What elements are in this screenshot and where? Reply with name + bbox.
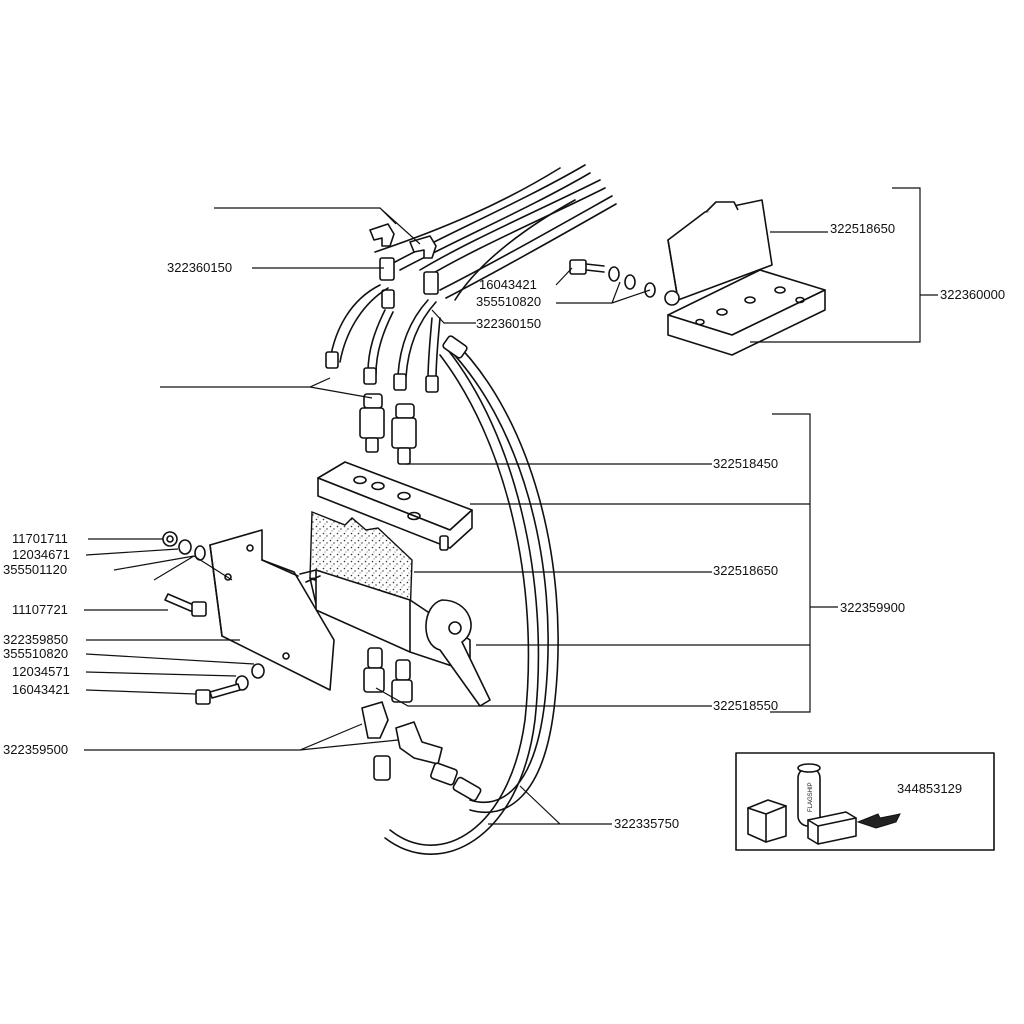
bracket-plate-322359850	[209, 529, 335, 691]
label-12034571: 12034571	[12, 664, 70, 679]
label-322360150-lower: 322360150	[476, 316, 541, 331]
branch-hoses	[325, 284, 441, 393]
label-11701711: 11701711	[12, 531, 68, 546]
label-322359500: 322359500	[3, 742, 68, 757]
label-16043421-lower: 16043421	[12, 682, 70, 697]
loop-hoses	[384, 335, 559, 855]
small-hardware-left	[162, 531, 265, 705]
label-322359900: 322359900	[840, 600, 905, 615]
lower-fittings	[361, 647, 458, 786]
label-355510820-upper: 355510820	[476, 294, 541, 309]
label-322359850: 322359850	[3, 632, 68, 647]
leader-lines	[84, 187, 938, 825]
label-322518650-upper: 322518650	[830, 221, 895, 236]
label-322518650-lower: 322518650	[713, 563, 778, 578]
label-322360000: 322360000	[940, 287, 1005, 302]
incoming-hose-bundle	[374, 164, 617, 301]
label-322518450: 322518450	[713, 456, 778, 471]
label-355501120: 355501120	[3, 562, 67, 577]
label-322360150-upper: 322360150	[167, 260, 232, 275]
label-322518550: 322518550	[713, 698, 778, 713]
label-322335750: 322335750	[614, 816, 679, 831]
kit-box-344853129: FLAGSHIP	[735, 752, 995, 851]
upper-right-block-assembly	[569, 199, 826, 356]
label-11107721: 11107721	[12, 602, 68, 617]
kit-box-product-text: FLAGSHIP	[808, 782, 814, 812]
label-355510820-lower: 355510820	[3, 646, 68, 661]
valve-body-with-lever	[299, 569, 491, 707]
quick-couplings	[359, 393, 417, 465]
part-labels: 322360150 16043421 355510820 322360150 3…	[3, 221, 1005, 831]
label-16043421-upper: 16043421	[479, 277, 537, 292]
top-hook-fittings	[369, 223, 439, 309]
label-12034671-upper: 12034671	[12, 547, 70, 562]
distributor-block-322518450	[317, 461, 473, 551]
label-344853129: 344853129	[897, 781, 962, 796]
